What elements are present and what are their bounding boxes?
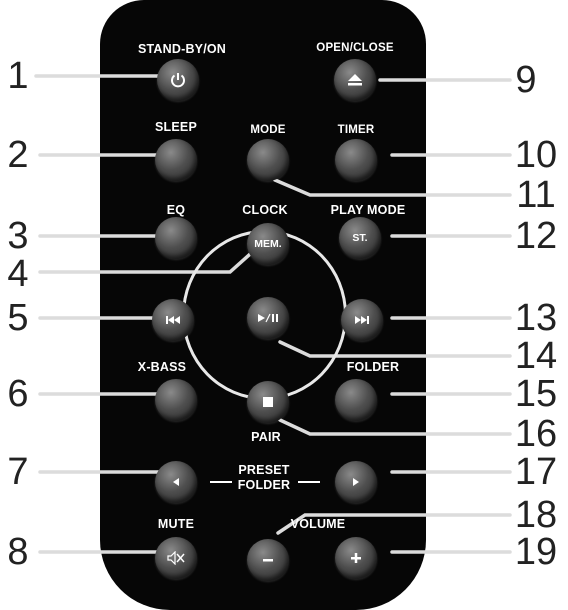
callout-number-1: 1 (7, 55, 29, 97)
callout-number-3: 3 (7, 215, 29, 257)
next-button[interactable] (341, 299, 383, 341)
callout-number-7: 7 (7, 451, 29, 493)
preset-down-button[interactable] (155, 461, 197, 503)
callout-line-16 (278, 418, 512, 436)
callout-number-8: 8 (7, 531, 29, 573)
previous-button[interactable] (152, 299, 194, 341)
power-icon (171, 73, 185, 88)
skip-back-icon (166, 316, 180, 324)
callout-number-19: 19 (514, 531, 558, 573)
timer-button[interactable] (335, 139, 377, 181)
sleep-button[interactable] (155, 139, 197, 181)
stop-button[interactable] (247, 381, 289, 423)
callout-line-18 (276, 513, 512, 535)
callout-line-11 (273, 178, 512, 197)
mode-button[interactable] (247, 139, 289, 181)
eq-label: EQ (166, 203, 186, 217)
callout-number-13: 13 (514, 297, 558, 339)
pair-label: PAIR (251, 430, 281, 444)
volume-label: VOLUME (290, 517, 346, 531)
st-button[interactable]: ST. (339, 217, 381, 259)
callout-number-15: 15 (514, 373, 558, 415)
callout-number-5: 5 (7, 297, 29, 339)
callout-number-4: 4 (7, 253, 29, 295)
callout-number-17: 17 (514, 451, 558, 493)
x-bass-button[interactable] (155, 379, 197, 421)
mute-icon (167, 551, 185, 565)
open-close-button[interactable] (334, 59, 376, 101)
folder-button[interactable] (335, 379, 377, 421)
callout-number-11: 11 (516, 174, 556, 216)
minus-icon (263, 559, 273, 562)
volume-down-button[interactable] (247, 539, 289, 581)
x-bass-label: X-BASS (137, 360, 187, 374)
eq-button[interactable] (155, 217, 197, 259)
plus-icon (351, 553, 361, 563)
timer-label: TIMER (337, 124, 375, 136)
preset-folder-label: FOLDER (237, 478, 291, 492)
mem-button[interactable]: MEM. (247, 223, 289, 265)
open-close-label: OPEN/CLOSE (316, 42, 394, 54)
callout-number-12: 12 (514, 215, 558, 257)
mute-button[interactable] (155, 537, 197, 579)
preset-divider-left (210, 481, 232, 483)
mode-label: MODE (250, 124, 286, 136)
standby-label: STAND-BY/ON (137, 42, 227, 56)
folder-label: FOLDER (346, 360, 400, 374)
callout-number-9: 9 (515, 59, 537, 101)
play-mode-label: PLAY MODE (330, 203, 406, 217)
volume-up-button[interactable] (335, 537, 377, 579)
stop-icon (263, 397, 273, 407)
callout-number-6: 6 (7, 373, 29, 415)
eject-icon (348, 74, 362, 86)
play-pause-button[interactable] (247, 297, 289, 339)
play-pause-icon (258, 313, 278, 323)
st-button-label: ST. (352, 232, 368, 244)
left-arrow-icon (173, 478, 179, 486)
right-arrow-icon (353, 478, 359, 486)
callout-number-2: 2 (7, 134, 29, 176)
callout-number-10: 10 (514, 134, 558, 176)
mute-label: MUTE (157, 517, 195, 531)
clock-label: CLOCK (242, 203, 288, 217)
callout-number-18: 18 (514, 494, 558, 536)
preset-label: PRESET (238, 463, 290, 477)
standby-button[interactable] (157, 59, 199, 101)
mem-button-label: MEM. (254, 238, 282, 250)
callout-number-16: 16 (514, 413, 558, 455)
preset-up-button[interactable] (335, 461, 377, 503)
sleep-label: SLEEP (155, 120, 197, 134)
callout-number-14: 14 (514, 335, 558, 377)
skip-forward-icon (355, 316, 369, 324)
preset-divider-right (298, 481, 320, 483)
